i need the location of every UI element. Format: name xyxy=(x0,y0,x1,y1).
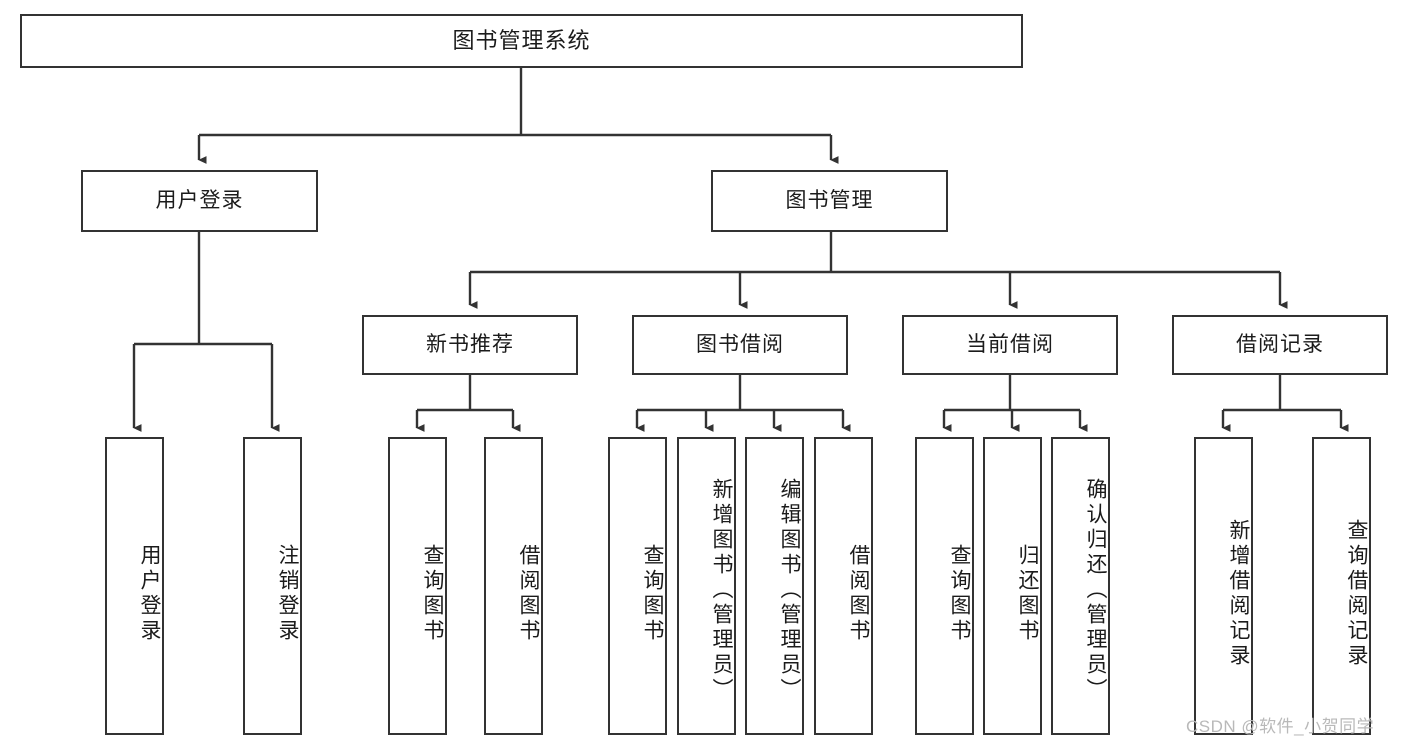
leaf-borrow-query-book[interactable]: 查询图书 xyxy=(608,437,667,735)
node-label: 用户登录 xyxy=(155,188,244,212)
node-new-book-recommend[interactable]: 新书推荐 xyxy=(362,315,578,375)
node-label: 新增借阅记录 xyxy=(1227,519,1250,669)
csdn-watermark: CSDN @软件_小贺同学 xyxy=(1186,717,1375,736)
node-label: 查询借阅记录 xyxy=(1345,519,1368,669)
node-root-system[interactable]: 图书管理系统 xyxy=(20,14,1023,68)
leaf-current-confirm-return-admin[interactable]: 确认归还（管理员） xyxy=(1051,437,1110,735)
node-book-borrow[interactable]: 图书借阅 xyxy=(632,315,848,375)
node-label: 借阅图书 xyxy=(847,544,870,644)
leaf-user-login-logout[interactable]: 注销登录 xyxy=(243,437,302,735)
node-label: 注销登录 xyxy=(276,544,299,644)
node-label: 新增图书（管理员） xyxy=(710,477,733,703)
node-label: 查询图书 xyxy=(641,544,664,644)
node-label: 编辑图书（管理员） xyxy=(778,477,801,703)
node-label: 图书借阅 xyxy=(696,332,784,356)
node-label: 新书推荐 xyxy=(426,332,514,356)
leaf-borrow-add-book-admin[interactable]: 新增图书（管理员） xyxy=(677,437,736,735)
node-label: 图书管理 xyxy=(785,188,874,212)
leaf-recommend-borrow-book[interactable]: 借阅图书 xyxy=(484,437,543,735)
node-label: 借阅图书 xyxy=(517,544,540,644)
leaf-record-add-record[interactable]: 新增借阅记录 xyxy=(1194,437,1253,735)
leaf-borrow-edit-book-admin[interactable]: 编辑图书（管理员） xyxy=(745,437,804,735)
node-label: 当前借阅 xyxy=(966,332,1054,356)
node-label: 查询图书 xyxy=(421,544,444,644)
leaf-record-query-record[interactable]: 查询借阅记录 xyxy=(1312,437,1371,735)
leaf-recommend-query-book[interactable]: 查询图书 xyxy=(388,437,447,735)
node-label: 图书管理系统 xyxy=(452,28,591,54)
node-user-login[interactable]: 用户登录 xyxy=(81,170,318,232)
node-borrow-record[interactable]: 借阅记录 xyxy=(1172,315,1388,375)
node-label: 用户登录 xyxy=(138,544,161,644)
leaf-current-query-book[interactable]: 查询图书 xyxy=(915,437,974,735)
node-label: 查询图书 xyxy=(948,544,971,644)
node-label: 确认归还（管理员） xyxy=(1084,477,1107,703)
leaf-user-login-login[interactable]: 用户登录 xyxy=(105,437,164,735)
node-label: 借阅记录 xyxy=(1236,332,1324,356)
node-book-management[interactable]: 图书管理 xyxy=(711,170,948,232)
leaf-borrow-borrow-book[interactable]: 借阅图书 xyxy=(814,437,873,735)
node-label: 归还图书 xyxy=(1016,544,1039,644)
node-current-borrow[interactable]: 当前借阅 xyxy=(902,315,1118,375)
leaf-current-return-book[interactable]: 归还图书 xyxy=(983,437,1042,735)
